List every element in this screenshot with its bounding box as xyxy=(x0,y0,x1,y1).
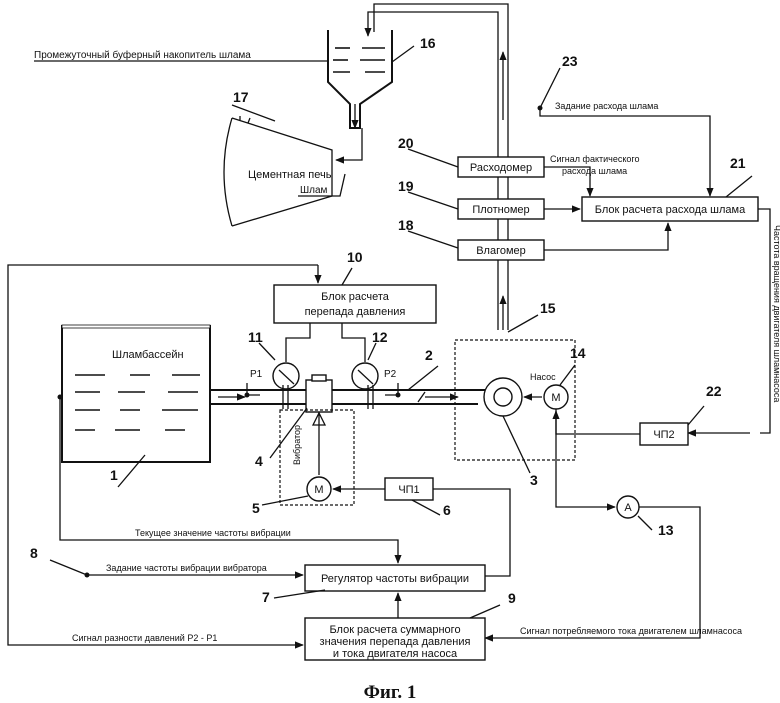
fc2-label: ЧП2 xyxy=(653,429,674,441)
vibrator-zone xyxy=(279,409,355,506)
ref-21: 21 xyxy=(730,155,746,171)
moisture-label: Влагомер xyxy=(476,245,526,257)
vib-setpoint-label: Задание частоты вибрации вибратора xyxy=(106,563,267,573)
ref-9: 9 xyxy=(508,590,516,606)
current-vib-freq-label: Текущее значение частоты вибрации xyxy=(135,528,291,538)
ref-12: 12 xyxy=(372,329,388,345)
buffer-tank xyxy=(327,30,393,129)
pump-label: Насос xyxy=(530,372,556,382)
flow-setpoint-label: Задание расхода шлама xyxy=(555,101,658,111)
ref-3: 3 xyxy=(530,472,538,488)
vibrator-motor xyxy=(306,476,332,502)
flow-calc-box xyxy=(581,196,759,222)
ref-22: 22 xyxy=(706,383,722,399)
ref-13: 13 xyxy=(658,522,674,538)
sum-calc-label-2: значения перепада давления xyxy=(320,636,471,648)
ref-5: 5 xyxy=(252,500,260,516)
ref-15: 15 xyxy=(540,300,556,316)
pump-zone xyxy=(454,339,576,461)
ref-6: 6 xyxy=(443,502,451,518)
ref-17: 17 xyxy=(233,89,249,105)
ref-20: 20 xyxy=(398,135,414,151)
pool-label: Шламбассейн xyxy=(112,349,184,361)
reference-numbers: 1 2 3 4 5 6 7 8 9 10 11 12 13 14 15 16 1… xyxy=(30,35,753,619)
ref-8: 8 xyxy=(30,545,38,561)
ammeter-label: A xyxy=(624,502,632,514)
ref-11: 11 xyxy=(248,329,263,345)
fc1-label: ЧП1 xyxy=(398,484,419,496)
pump-current-label: Сигнал потребляемого тока двигателем шла… xyxy=(520,626,742,636)
ref-18: 18 xyxy=(398,217,414,233)
flowmeter-label: Расходомер xyxy=(470,162,532,174)
sum-calc-box xyxy=(304,617,486,661)
vibrator-motor-label: M xyxy=(314,484,323,496)
pump-motor-label: M xyxy=(551,392,560,404)
vibrator-label: Вибратор xyxy=(292,425,302,465)
pressure-diff-label: Сигнал разности давлений P2 - P1 xyxy=(72,633,217,643)
pressure-calc-label-1: Блок расчета xyxy=(321,291,390,303)
vib-regulator-box xyxy=(304,564,486,592)
vibrator-body xyxy=(305,379,333,413)
figure-caption: Фиг. 1 xyxy=(364,682,417,703)
densimeter-label: Плотномер xyxy=(472,204,529,216)
pressure-calc-label-2: перепада давления xyxy=(305,306,406,318)
actual-flow-label-1: Сигнал фактического xyxy=(550,154,639,164)
flow-calc-label: Блок расчета расхода шлама xyxy=(595,204,746,216)
ref-4: 4 xyxy=(255,453,263,469)
pressure-calc-box xyxy=(273,284,437,324)
pump-speed-label: Частота вращения двигателя шламнасоса xyxy=(772,225,780,402)
ref-19: 19 xyxy=(398,178,414,194)
vib-regulator-label: Регулятор частоты вибрации xyxy=(321,573,469,585)
ref-23: 23 xyxy=(562,53,578,69)
ref-2: 2 xyxy=(425,347,433,363)
p2-label: P2 xyxy=(384,369,397,380)
p1-label: P1 xyxy=(250,369,263,380)
slurry-label: Шлам xyxy=(300,185,328,196)
buffer-caption: Промежуточный буферный накопитель шлама xyxy=(34,49,251,61)
ref-1: 1 xyxy=(110,467,118,483)
sum-calc-label-3: и тока двигателя насоса xyxy=(333,648,458,660)
ref-14: 14 xyxy=(570,345,586,361)
cement-kiln xyxy=(223,116,333,227)
actual-flow-label-2: расхода шлама xyxy=(562,166,627,176)
ref-10: 10 xyxy=(347,249,363,265)
ref-16: 16 xyxy=(420,35,436,51)
kiln-label: Цементная печь xyxy=(248,169,332,181)
ref-7: 7 xyxy=(262,589,270,605)
sum-calc-label-1: Блок расчета суммарного xyxy=(329,624,460,636)
